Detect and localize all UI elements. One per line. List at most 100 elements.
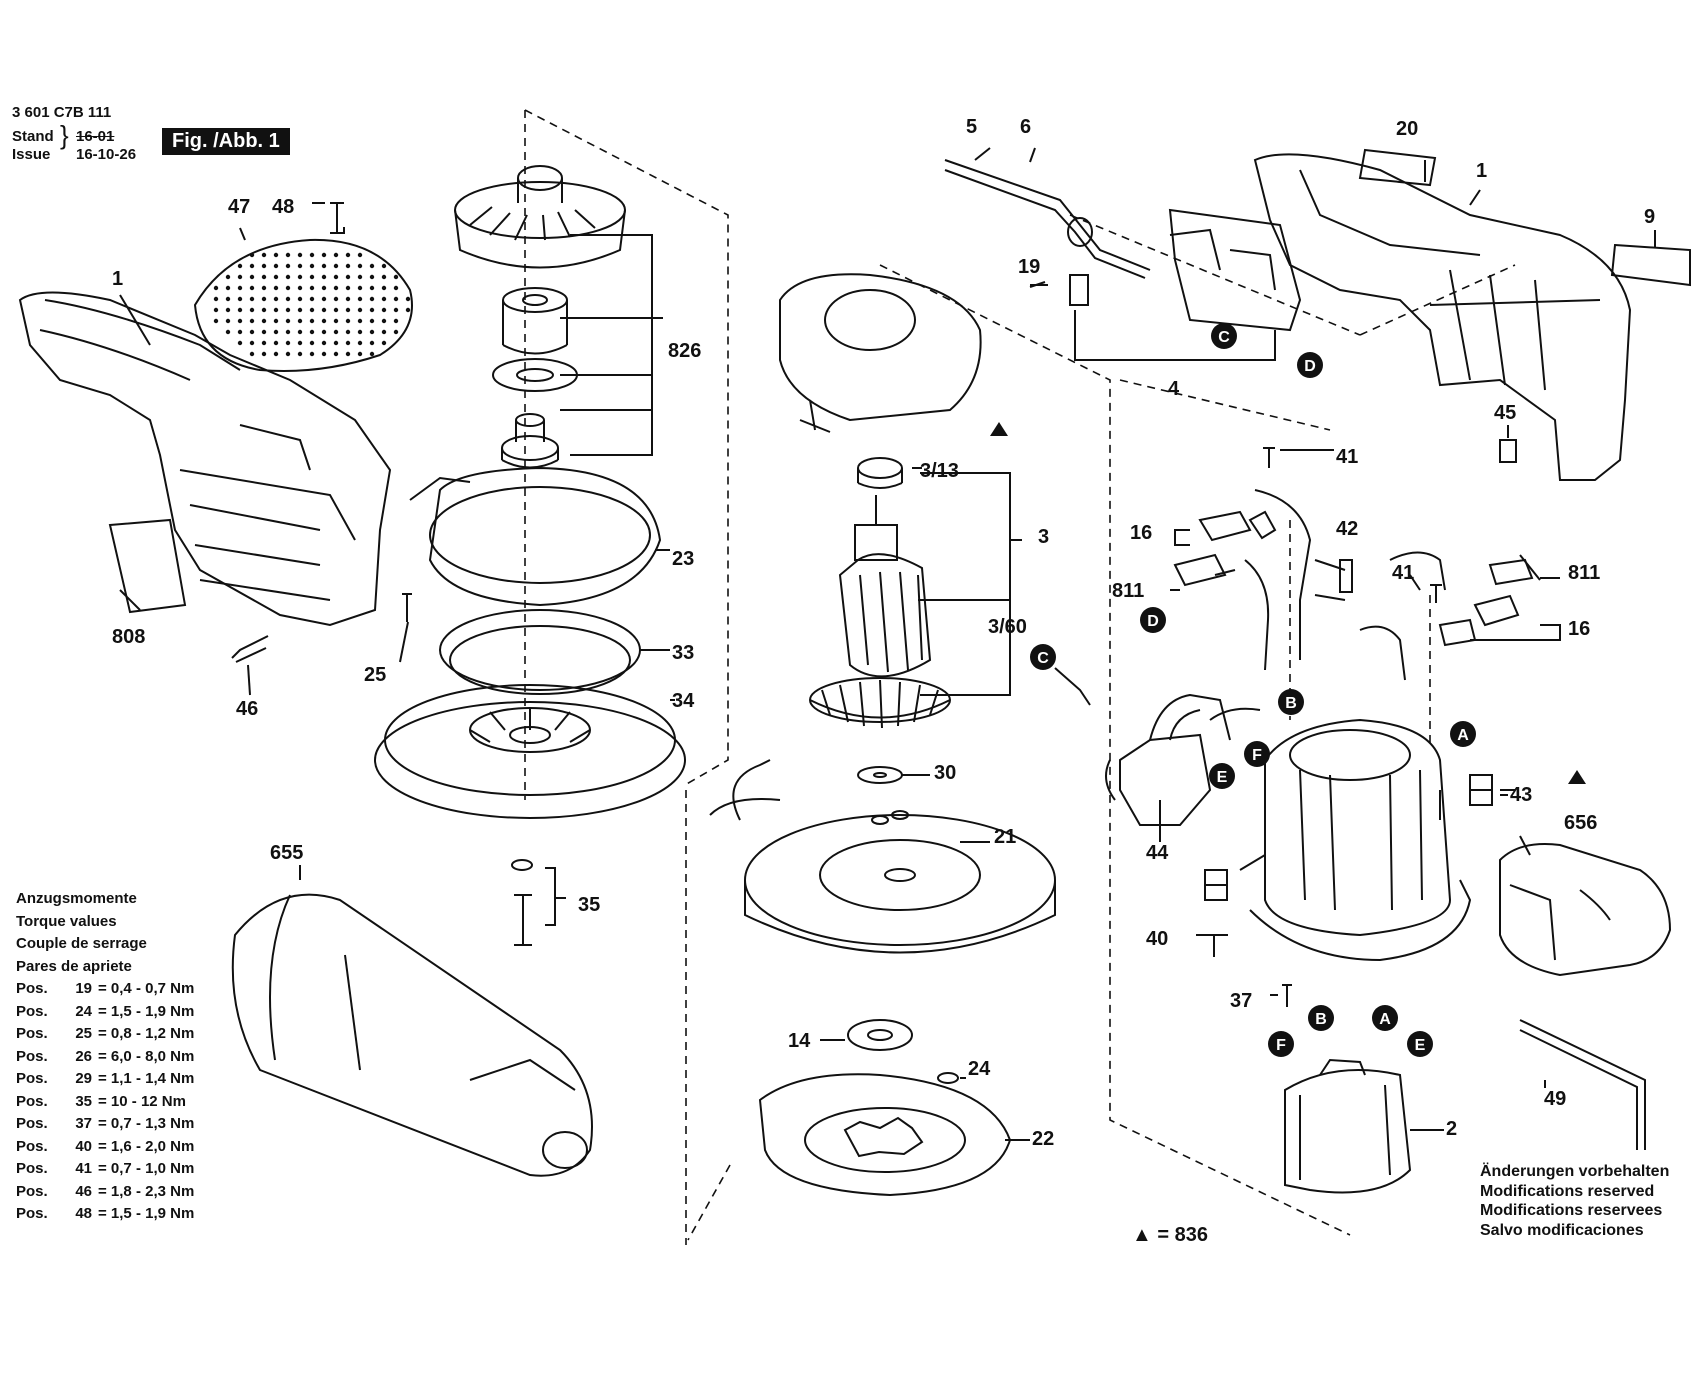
perforation-dot	[249, 318, 255, 324]
perforation-dot	[321, 285, 327, 291]
label-part-811-left: 811	[1112, 580, 1145, 602]
label-part-20: 20	[1396, 118, 1419, 140]
label-part-30: 30	[934, 762, 957, 784]
perforation-dot	[333, 307, 339, 313]
perforation-dot	[261, 263, 267, 269]
perforation-dot	[321, 340, 327, 346]
perforation-dot	[393, 274, 399, 280]
bearing-plate-21-drawing	[709, 759, 1056, 954]
perforation-dot	[321, 263, 327, 269]
note-es: Salvo modificaciones	[1480, 1221, 1644, 1239]
torque-pos: Pos.	[16, 1160, 48, 1177]
perforation-dot	[369, 340, 375, 346]
perforation-dot	[213, 307, 219, 313]
perforation-dot	[321, 274, 327, 280]
triangle-icon: ▲	[1132, 1224, 1152, 1246]
perforation-dot	[261, 329, 267, 335]
perforation-dot	[357, 329, 363, 335]
torque-position-number: 48	[75, 1205, 92, 1222]
torque-row: Pos.25= 0,8 - 1,2 Nm	[16, 1023, 194, 1046]
perforation-dot	[285, 318, 291, 324]
torque-row: Pos.46= 1,8 - 2,3 Nm	[16, 1181, 194, 1204]
perforation-dot	[357, 285, 363, 291]
perforation-dot	[381, 274, 387, 280]
perforation-dot	[321, 351, 327, 357]
perforation-dot	[357, 307, 363, 313]
torque-row: Pos.40= 1,6 - 2,0 Nm	[16, 1136, 194, 1159]
screw-40-drawing	[1205, 934, 1223, 957]
label-part-35: 35	[578, 894, 601, 916]
perforation-dot	[357, 296, 363, 302]
perforation-dot	[285, 274, 291, 280]
torque-position-number: 19	[75, 980, 92, 997]
perforation-dot	[357, 340, 363, 346]
perforation-dot	[333, 340, 339, 346]
connector-42-drawing	[1339, 559, 1353, 593]
perforation-dot	[249, 263, 255, 269]
perforation-dot	[309, 318, 315, 324]
torque-row: Pos.35= 10 - 12 Nm	[16, 1091, 194, 1114]
perforation-dot	[321, 318, 327, 324]
perforation-dot	[237, 329, 243, 335]
perforation-dot	[357, 263, 363, 269]
label-part-3-13: 3/13	[920, 460, 959, 482]
torque-pos: Pos.	[16, 1205, 48, 1222]
torque-table: Anzugsmomente Torque values Couple de se…	[16, 888, 194, 1226]
perforation-dot	[237, 307, 243, 313]
sanding-pad-34-drawing	[374, 684, 686, 819]
perforation-dot	[357, 274, 363, 280]
perforation-dot	[225, 296, 231, 302]
bracket-4	[1074, 310, 1276, 361]
perforation-dot	[213, 285, 219, 291]
torque-position-number: 25	[75, 1025, 92, 1042]
part-number: 3 601 C7B 111	[12, 104, 112, 121]
perforation-dot	[261, 252, 267, 258]
perforation-dot	[261, 340, 267, 346]
perforation-dot	[285, 296, 291, 302]
label-part-40: 40	[1146, 928, 1169, 950]
insulator-left-drawing	[1204, 869, 1228, 901]
torque-value: = 1,8 - 2,3 Nm	[98, 1182, 195, 1200]
label-part-656: 656	[1564, 812, 1598, 834]
torque-position-number: 37	[75, 1115, 92, 1132]
label-part-19: 19	[1018, 256, 1041, 278]
perforation-dot	[249, 296, 255, 302]
torque-pos: Pos.	[16, 1047, 48, 1065]
perforation-dot	[285, 307, 291, 313]
perforation-dot	[357, 318, 363, 324]
label-part-45: 45	[1494, 402, 1517, 424]
perforation-dot	[261, 274, 267, 280]
perforation-dot	[297, 285, 303, 291]
torque-value: = 1,5 - 1,9 Nm	[98, 1205, 195, 1222]
insulator-43-drawing	[1469, 774, 1493, 806]
note-fr: Modifications reservees	[1480, 1202, 1663, 1219]
perforation-dot	[249, 340, 255, 346]
perforation-dot	[309, 329, 315, 335]
perforation-dot	[285, 329, 291, 335]
torque-value: = 1,5 - 1,9 Nm	[98, 1002, 195, 1020]
torque-row: Pos.37= 0,7 - 1,3 Nm	[16, 1113, 194, 1136]
label-part-44: 44	[1146, 842, 1169, 864]
torque-title-de: Anzugsmomente	[16, 890, 137, 907]
note-en: Modifications reserved	[1480, 1182, 1655, 1200]
torque-title-es: Pares de apriete	[16, 957, 132, 975]
perforation-dot	[381, 285, 387, 291]
perforation-dot	[285, 340, 291, 346]
perforation-dot	[261, 285, 267, 291]
bearing-drawing	[502, 287, 568, 355]
clip-45-drawing	[1499, 439, 1517, 463]
torque-title-en: Torque values	[16, 912, 117, 930]
figure-badge: Fig. /Abb. 1	[162, 128, 290, 155]
torque-value: = 10 - 12 Nm	[98, 1092, 186, 1110]
torque-value: = 0,7 - 1,3 Nm	[98, 1115, 195, 1132]
label-9-drawing	[1610, 243, 1691, 287]
brush-holder-plate-drawing	[779, 273, 982, 433]
perforation-dot	[249, 252, 255, 258]
label-part-3: 3	[1038, 526, 1050, 548]
perforation-dot	[333, 274, 339, 280]
perforation-dot	[273, 307, 279, 313]
label-part-23: 23	[672, 548, 695, 570]
label-part-24: 24	[968, 1058, 991, 1080]
torque-pos: Pos.	[16, 1025, 48, 1042]
